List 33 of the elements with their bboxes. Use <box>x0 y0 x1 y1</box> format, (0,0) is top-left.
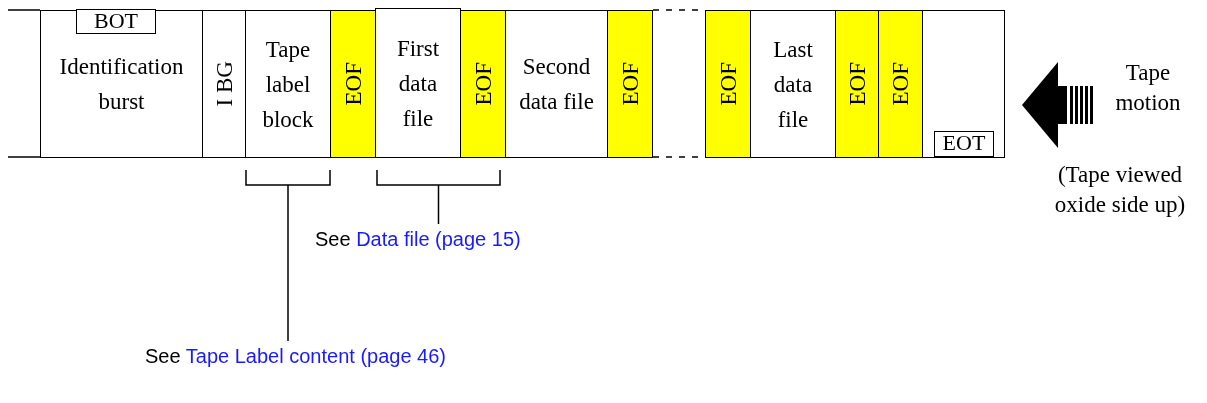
segment-label: Identification burst <box>58 53 185 116</box>
note-text: See <box>145 345 181 367</box>
leader-line <box>287 184 289 342</box>
segment-label: Tape label block <box>261 35 315 134</box>
segment-label: Second data file <box>518 53 595 116</box>
segment-label: EOF <box>716 62 740 106</box>
page-link: Tape Label content (page 46) <box>185 345 446 367</box>
tape-segment <box>40 10 203 158</box>
segment-label: EOF <box>618 62 642 106</box>
annotation-text: (Tape viewed oxide side up) <box>1053 161 1187 219</box>
leader-line <box>437 184 440 225</box>
file-mark-segment <box>460 10 506 158</box>
segment-label: EOF <box>341 62 365 106</box>
page-link: Data file (page 15) <box>356 228 521 250</box>
tape-segment <box>202 10 246 158</box>
marker-box: BOT <box>76 9 156 34</box>
file-mark-segment <box>330 10 376 158</box>
segment-label: Last data file <box>772 35 814 134</box>
tape-segment <box>922 10 1005 158</box>
segment-label: I BG <box>212 61 236 107</box>
segment-label: EOF <box>845 62 869 106</box>
bracket <box>376 169 501 186</box>
annotation-text: Tape motion <box>1114 59 1182 117</box>
file-mark-segment <box>835 10 879 158</box>
file-mark-segment <box>878 10 923 158</box>
segment-label: EOF <box>471 62 495 106</box>
file-mark-segment <box>607 10 653 158</box>
marker-box: EOT <box>934 131 994 157</box>
file-mark-segment <box>705 10 751 158</box>
bracket <box>245 169 331 186</box>
segment-label: First data file <box>395 34 441 133</box>
segment-label: EOF <box>889 62 912 106</box>
note-text: See <box>315 228 351 250</box>
